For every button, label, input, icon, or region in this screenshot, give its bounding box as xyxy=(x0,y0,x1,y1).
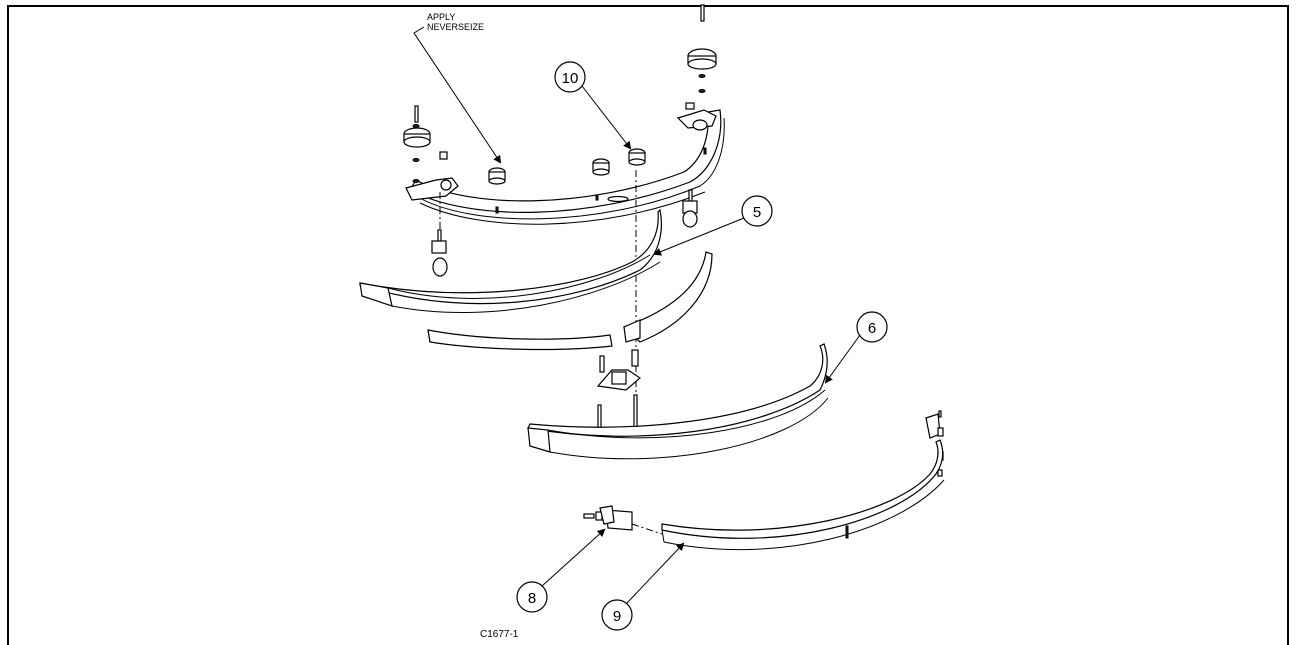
callout-6: 6 xyxy=(824,311,888,384)
lower-strip xyxy=(427,329,613,351)
curved-band-6 xyxy=(527,343,829,460)
callout-9: 9 xyxy=(601,542,685,631)
bracket-8 xyxy=(583,505,663,535)
drawing-frame xyxy=(7,5,1289,645)
note-line-2: NEVERSEIZE xyxy=(427,22,484,32)
svg-text:8: 8 xyxy=(528,590,536,607)
note-leader xyxy=(413,26,502,164)
left-caster xyxy=(431,192,448,277)
svg-text:5: 5 xyxy=(753,204,761,221)
curved-band-9 xyxy=(661,439,945,551)
right-top-fastener-stack xyxy=(687,4,717,93)
callout-10: 10 xyxy=(554,61,632,150)
callout-5: 5 xyxy=(653,195,773,256)
curved-skirt-panel xyxy=(359,208,662,314)
middle-curved-panel xyxy=(622,251,713,343)
neverseize-note: APPLY NEVERSEIZE xyxy=(413,12,502,164)
leveler-feet xyxy=(488,148,646,185)
note-line-1: APPLY xyxy=(427,12,455,22)
svg-text:10: 10 xyxy=(562,70,579,87)
left-fastener-stack xyxy=(403,105,459,201)
right-caster xyxy=(676,102,717,228)
bracket-hardware xyxy=(596,349,641,432)
callout-8: 8 xyxy=(516,528,606,613)
drawing-number: C1677-1 xyxy=(480,629,519,639)
svg-text:9: 9 xyxy=(613,608,621,625)
svg-text:6: 6 xyxy=(868,320,876,337)
base-plate xyxy=(409,109,725,225)
